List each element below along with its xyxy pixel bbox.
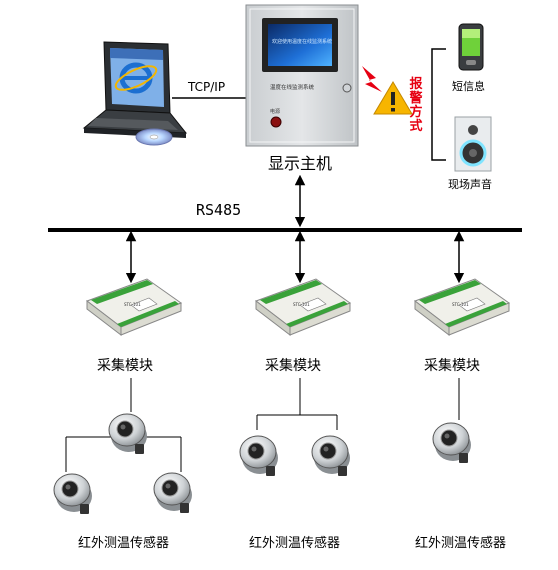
sensor-wiring-2 [256,378,338,430]
acquisition-module-icon [85,278,183,337]
host-touch-screen [268,24,332,66]
power-indicator-icon [270,116,282,128]
sensor-group-label-1: 红外测温传感器 [78,536,170,551]
tcpip-label: TCP/IP [188,80,226,94]
host-power-label: 电源 [270,109,281,115]
host-label: 显示主机 [268,154,333,173]
host-screen-text: 欢迎使用温度在线监测系统 [272,39,333,45]
module-chip-text-1: STC-101 [124,302,141,307]
infrared-sensor-icon [53,473,92,514]
cd-disc-icon [135,128,173,146]
alarm-bracket-line [431,48,446,161]
module-label-3: 采集模块 [424,358,480,374]
speaker-icon [454,116,492,172]
mobile-phone-icon [458,23,484,71]
module-chip-text-2: STC-101 [293,302,310,307]
sms-label: 短信息 [452,80,485,93]
infrared-sensor-icon [153,472,192,513]
infrared-sensor-icon [432,422,471,463]
module-label-1: 采集模块 [97,358,153,374]
sensor-group-label-2: 红外测温传感器 [249,536,341,551]
rs485-label: RS485 [196,201,242,219]
module-chip-text-3: STC-101 [452,302,469,307]
ie-browser-icon [114,62,158,94]
sensor-group-label-3: 红外测温传感器 [415,536,507,551]
lightning-bolt-icon [362,66,382,92]
warning-triangle-icon [373,81,413,115]
acquisition-module-icon [413,278,511,337]
laptop-icon [82,41,188,146]
infrared-sensor-icon [239,435,278,476]
acquisition-module-icon [254,278,352,337]
cabinet-lock-icon [342,83,352,93]
infrared-sensor-icon [108,413,147,454]
alarm-method-label: 报 警 方 式 [409,77,423,134]
infrared-sensor-icon [311,435,350,476]
module-label-2: 采集模块 [265,358,321,374]
host-panel-caption: 温度在线监测系统 [270,85,315,91]
host-cabinet [245,4,359,147]
sound-label: 现场声音 [448,178,492,191]
